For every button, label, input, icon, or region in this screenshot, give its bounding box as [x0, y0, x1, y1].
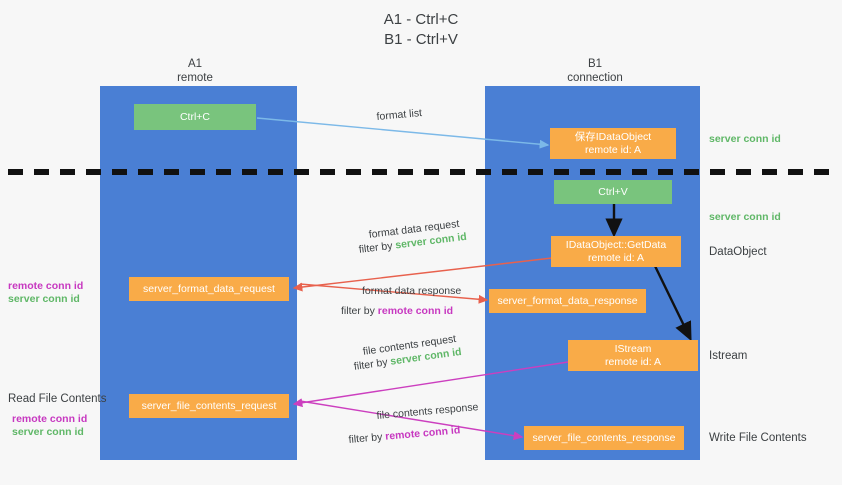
arrow-file-contents-response [299, 400, 524, 441]
fmt-resp-filter-prefix: filter by [341, 305, 378, 317]
arrow-format-list [256, 117, 550, 149]
arrow-format-data-request [292, 257, 553, 292]
lane-header-a1: A1 remote [140, 57, 250, 85]
lane-a1-name: A1 [187, 58, 203, 70]
node-server-format-data-request[interactable]: server_format_data_request [129, 277, 289, 301]
node-fmt-resp-label: server_format_data_response [497, 294, 638, 307]
edge-label-format-data-response-filter: filter by remote conn id [341, 304, 453, 318]
node-server-format-data-response[interactable]: server_format_data_response [489, 289, 646, 313]
node-getdata-l1: IDataObject::GetData [565, 238, 667, 251]
node-save-idataobject-l2: remote id: A [584, 143, 642, 156]
fmt-resp-filter-value: remote conn id [377, 305, 454, 317]
annotation-left-remote-conn-2: remote conn id [12, 413, 88, 425]
node-save-idataobject[interactable]: 保存IDataObject remote id: A [550, 128, 676, 159]
node-server-file-contents-response[interactable]: server_file_contents_response [524, 426, 684, 450]
node-fmt-req-label: server_format_data_request [143, 282, 275, 295]
node-ctrl-v-label: Ctrl+V [598, 185, 628, 198]
diagram-title: A1 - Ctrl+C B1 - Ctrl+V [0, 10, 842, 50]
annotation-left-server-conn-1: server conn id [8, 293, 80, 305]
node-ctrl-c-label: Ctrl+C [179, 110, 211, 123]
node-file-req-label: server_file_contents_request [141, 399, 277, 412]
node-istream-l2: remote id: A [604, 355, 662, 368]
node-server-file-contents-request[interactable]: server_file_contents_request [129, 394, 289, 418]
annotation-right-istream: Istream [709, 350, 748, 362]
annotation-right-write-file-contents: Write File Contents [709, 432, 807, 444]
lane-header-b1: B1 connection [540, 57, 650, 85]
node-istream-l1: IStream [614, 342, 652, 355]
annotation-right-server-conn-2: server conn id [709, 211, 781, 223]
file-resp-filter-prefix: filter by [348, 430, 386, 446]
lane-b1-sub: connection [567, 72, 623, 84]
lane-b1-name: B1 [587, 58, 603, 70]
node-ctrl-c[interactable]: Ctrl+C [134, 104, 256, 130]
edge-label-format-data-response: format data response [362, 285, 462, 297]
node-idataobject-getdata[interactable]: IDataObject::GetData remote id: A [551, 236, 681, 267]
title-line-2: B1 - Ctrl+V [384, 31, 458, 48]
node-ctrl-v[interactable]: Ctrl+V [554, 180, 672, 204]
node-istream[interactable]: IStream remote id: A [568, 340, 698, 371]
annotation-right-server-conn-1: server conn id [709, 133, 781, 145]
annotation-left-server-conn-2: server conn id [12, 426, 84, 438]
arrow-getdata-to-istream [653, 265, 692, 342]
lane-a1-sub: remote [177, 72, 213, 84]
annotation-right-dataobject: DataObject [709, 246, 767, 258]
arrow-file-contents-request [292, 361, 569, 408]
node-getdata-l2: remote id: A [587, 251, 645, 264]
arrow-format-data-response [299, 283, 489, 304]
node-file-resp-label: server_file_contents_response [532, 431, 676, 444]
node-save-idataobject-l1: 保存IDataObject [574, 130, 652, 143]
title-line-1: A1 - Ctrl+C [383, 11, 459, 28]
annotation-left-read-file-contents: Read File Contents [8, 393, 107, 405]
annotation-left-remote-conn-1: remote conn id [8, 280, 84, 292]
